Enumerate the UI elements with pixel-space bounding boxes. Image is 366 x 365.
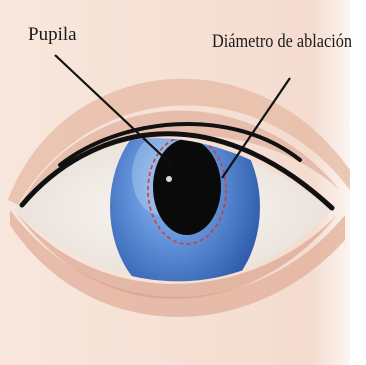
right-edge-strip <box>350 0 366 365</box>
pupil-reflection <box>166 176 172 182</box>
pupil-label: Pupila <box>28 24 77 45</box>
ablation-label: Diámetro de ablación <box>212 31 352 52</box>
pupil <box>153 139 221 235</box>
